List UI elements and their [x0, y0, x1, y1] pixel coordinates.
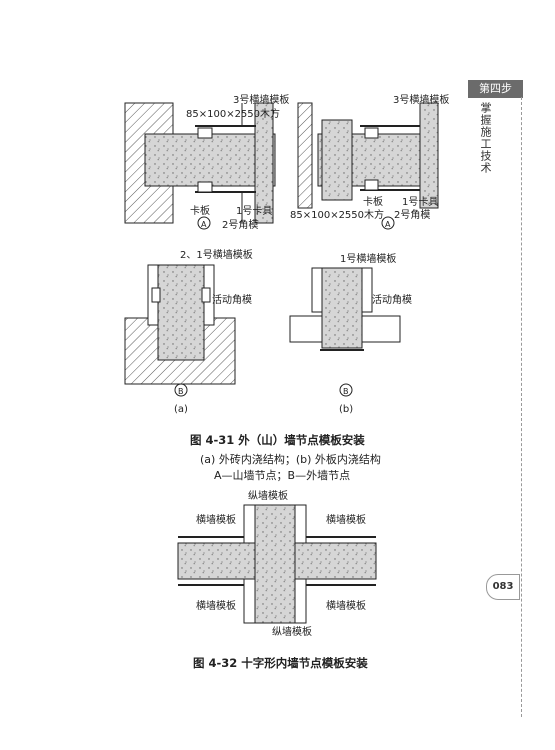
label-sub-a: (a) [174, 404, 188, 415]
label-b-corner2: 2号角模 [394, 209, 430, 221]
a-A-marker: A [201, 220, 207, 229]
label-b-clamp1: 1号卡具 [402, 195, 438, 208]
figure-4-31-diagram: A 3号横墙模板 85×100×2550木方 卡板 1号卡具 2号角模 A 3号… [124, 93, 449, 415]
label-b-kaban: 卡板 [363, 195, 383, 208]
label-wood: 85×100×2550木方 [186, 107, 280, 120]
label-b-3-board: 3号横墙模板 [393, 93, 449, 106]
label-kaban: 卡板 [190, 204, 210, 217]
label-432-br: 横墙模板 [326, 599, 366, 612]
figure-4-31-title: 图 4-31 外（山）墙节点模板安装 [190, 433, 365, 447]
label-c-corner: 活动角模 [212, 294, 252, 306]
label-d-board: 1号横墙模板 [340, 252, 396, 265]
b-A-marker: A [385, 220, 391, 229]
panel-a-B: B 2、1号横墙模板 活动角模 (a) [124, 248, 253, 415]
figure-4-31-note2: A—山墙节点；B—外墙节点 [214, 469, 351, 482]
figure-4-32-title: 图 4-32 十字形内墙节点模板安装 [193, 656, 368, 670]
panel-a-A: A 3号横墙模板 85×100×2550木方 卡板 1号卡具 2号角模 [124, 93, 289, 231]
label-d-corner: 活动角模 [372, 294, 412, 306]
label-clamp1: 1号卡具 [236, 204, 272, 217]
label-corner2: 2号角模 [222, 219, 258, 231]
label-432-tl: 横墙模板 [196, 513, 236, 526]
label-432-bottom: 纵墙模板 [272, 625, 312, 638]
chapter-tab: 第四步 [468, 80, 523, 98]
label-b-wood: 85×100×2550木方 [290, 208, 384, 221]
page-number: 083 [486, 574, 520, 600]
figure-4-32-diagram: 纵墙模板 横墙模板 横墙模板 横墙模板 横墙模板 纵墙模板 [177, 489, 377, 638]
side-divider [521, 97, 522, 717]
label-sub-b: (b) [339, 404, 353, 415]
panel-b-B: B 1号横墙模板 活动角模 (b) [289, 252, 412, 415]
d-B-marker: B [343, 387, 349, 396]
label-432-top: 纵墙模板 [248, 489, 288, 502]
panel-b-A: A 3号横墙模板 卡板 1号卡具 85×100×2550木方 2号角模 [290, 93, 449, 230]
chapter-title: 掌握施工技术 [479, 102, 492, 174]
label-c-board: 2、1号横墙模板 [180, 248, 253, 261]
c-B-marker: B [178, 387, 184, 396]
label-3-board: 3号横墙模板 [233, 93, 289, 106]
label-432-tr: 横墙模板 [326, 513, 366, 526]
label-432-bl: 横墙模板 [196, 599, 236, 612]
figure-4-31-note1: (a) 外砖内浇结构；(b) 外板内浇结构 [200, 453, 381, 466]
